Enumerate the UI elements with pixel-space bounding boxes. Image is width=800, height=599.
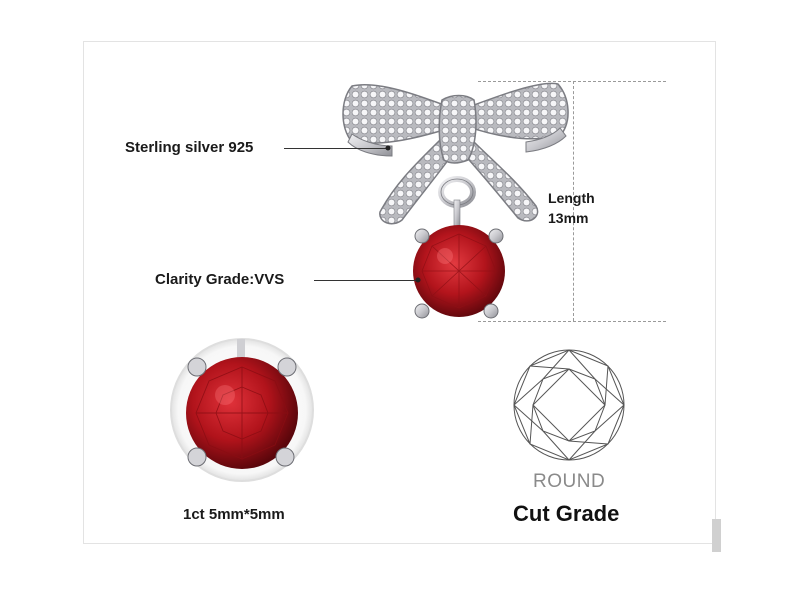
dimension-bottom-line: [478, 321, 666, 322]
stone-size-label: 1ct 5mm*5mm: [183, 506, 285, 523]
length-value: 13mm: [548, 210, 589, 226]
cut-shape-label: ROUND: [533, 471, 606, 492]
product-frame: [83, 41, 716, 544]
cut-grade-title: Cut Grade: [513, 501, 620, 526]
length-label: Length: [548, 190, 595, 206]
clarity-label: Clarity Grade:VVS: [155, 271, 285, 288]
clarity-leader-line: [314, 280, 418, 281]
leader-dot: [385, 145, 391, 151]
leader-dot: [415, 277, 421, 283]
material-label: Sterling silver 925: [125, 139, 254, 156]
scrollbar-stub[interactable]: [712, 519, 721, 552]
round-cut-diagram-icon: [513, 349, 625, 461]
material-leader-line: [284, 148, 388, 149]
gem-closeup-image: [170, 338, 314, 482]
dimension-vertical-line: [573, 81, 574, 321]
dimension-top-line: [478, 81, 666, 82]
